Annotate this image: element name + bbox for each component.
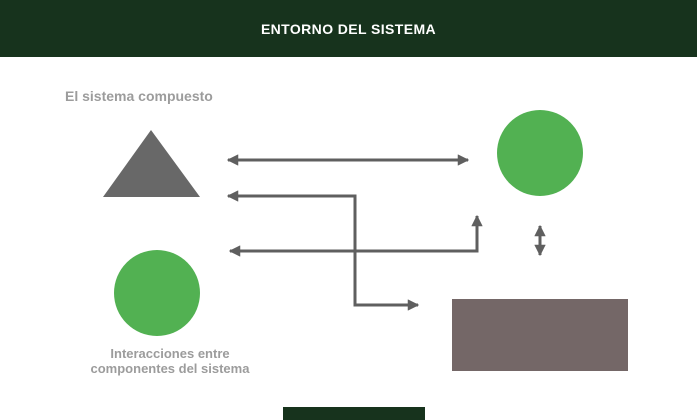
- rectangle-shape: [452, 299, 628, 371]
- slide-title: ENTORNO DEL SISTEMA: [260, 20, 437, 37]
- header-bar: ENTORNO DEL SISTEMA: [0, 0, 697, 57]
- caption-line-1: Interacciones entre: [110, 346, 230, 361]
- circle-shape-top-right: [497, 110, 583, 196]
- arrows-layer: [226, 154, 546, 311]
- diagram-canvas: El sistema compuesto Interacciones entre…: [0, 57, 697, 420]
- caption-line-2: componentes del sistema: [90, 361, 250, 376]
- footer-accent-bar: [283, 407, 425, 420]
- circle-shape-bottom-left: [114, 250, 200, 336]
- triangle-shape: [103, 130, 200, 197]
- label-sistema-compuesto: El sistema compuesto: [65, 88, 213, 104]
- caption-interacciones: Interacciones entre componentes del sist…: [60, 346, 280, 376]
- double-arrow-elbow-up: [228, 214, 483, 257]
